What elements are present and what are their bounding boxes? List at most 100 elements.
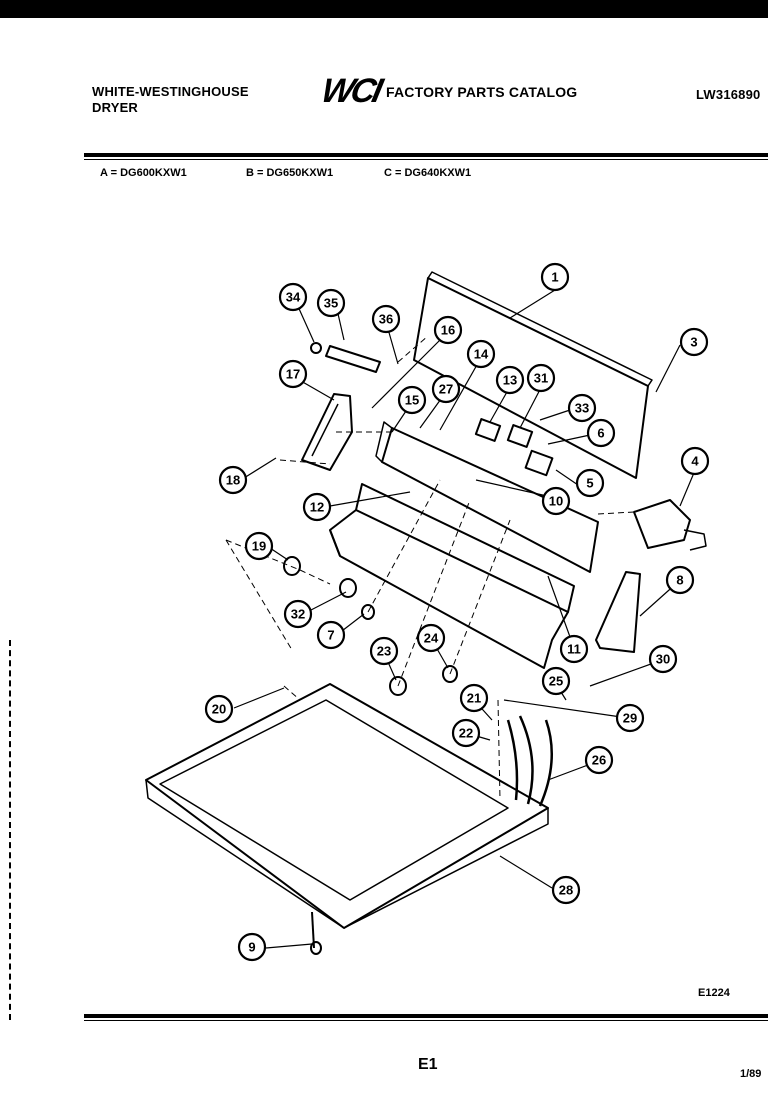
switch-13 xyxy=(474,418,502,442)
callout-17: 17 xyxy=(278,359,308,389)
callout-7: 7 xyxy=(316,620,346,650)
callout-25: 25 xyxy=(541,666,571,696)
callout-4: 4 xyxy=(680,446,710,476)
knob-32 xyxy=(339,578,357,598)
console-top xyxy=(355,483,575,613)
callout-circle xyxy=(316,620,346,650)
catalog-number: LW316890 xyxy=(696,87,761,102)
right-end-cap xyxy=(595,571,641,653)
callout-number: 1 xyxy=(551,270,558,285)
callout-number: 6 xyxy=(597,426,604,441)
callout-number: 4 xyxy=(691,454,699,469)
callout-circle xyxy=(551,875,581,905)
part-24 xyxy=(442,665,458,683)
callout-circle xyxy=(431,374,461,404)
footer-rule xyxy=(84,1014,768,1018)
callout-36: 36 xyxy=(371,304,401,334)
part-34 xyxy=(310,342,322,354)
callout-1: 1 xyxy=(540,262,570,292)
callout-number: 10 xyxy=(549,494,563,509)
callout-circle xyxy=(495,365,525,395)
callout-20: 20 xyxy=(204,694,234,724)
callout-number: 23 xyxy=(377,644,391,659)
callout-circle xyxy=(584,745,614,775)
timer xyxy=(633,499,691,549)
switch-31 xyxy=(506,424,534,448)
callout-33: 33 xyxy=(567,393,597,423)
callout-circle xyxy=(680,446,710,476)
callout-31: 31 xyxy=(526,363,556,393)
callout-number: 13 xyxy=(503,373,517,388)
console-front xyxy=(329,509,569,669)
callout-10: 10 xyxy=(541,486,571,516)
top-border-bar xyxy=(0,0,768,18)
brand-name: WHITE-WESTINGHOUSE xyxy=(92,84,249,99)
callout-number: 31 xyxy=(534,371,548,386)
callout-number: 17 xyxy=(286,367,300,382)
callout-24: 24 xyxy=(416,623,446,653)
callout-number: 16 xyxy=(441,323,455,338)
callout-circle xyxy=(559,634,589,664)
diagram-code: E1224 xyxy=(698,987,730,999)
callout-number: 32 xyxy=(291,607,305,622)
callout-number: 3 xyxy=(690,335,697,350)
callout-28: 28 xyxy=(551,875,581,905)
revision-date: 1/89 xyxy=(740,1068,762,1080)
callout-circle xyxy=(278,359,308,389)
knob-19 xyxy=(283,556,301,576)
callout-number: 22 xyxy=(459,726,473,741)
callout-number: 27 xyxy=(439,382,453,397)
callout-circle xyxy=(244,531,274,561)
callout-circle xyxy=(575,468,605,498)
callout-32: 32 xyxy=(283,599,313,629)
callout-circle xyxy=(540,262,570,292)
callout-21: 21 xyxy=(459,683,489,713)
callout-19: 19 xyxy=(244,531,274,561)
callout-number: 20 xyxy=(212,702,226,717)
callout-number: 8 xyxy=(676,573,683,588)
callout-circle xyxy=(369,636,399,666)
callout-number: 9 xyxy=(248,940,255,955)
callout-circle xyxy=(451,718,481,748)
callout-number: 25 xyxy=(549,674,563,689)
footer-rule-thin xyxy=(84,1020,768,1021)
callout-number: 26 xyxy=(592,753,606,768)
callout-number: 24 xyxy=(424,631,439,646)
callout-number: 21 xyxy=(467,691,481,706)
callout-circle xyxy=(283,599,313,629)
model-c: C = DG640KXW1 xyxy=(384,167,472,179)
control-rail xyxy=(381,427,599,573)
callout-circle xyxy=(541,486,571,516)
callout-number: 15 xyxy=(405,393,419,408)
callout-5: 5 xyxy=(575,468,605,498)
callout-number: 33 xyxy=(575,401,589,416)
back-panel xyxy=(413,277,649,479)
callout-circle xyxy=(466,339,496,369)
callout-circle xyxy=(526,363,556,393)
callout-number: 11 xyxy=(567,642,581,657)
callout-number: 30 xyxy=(656,652,670,667)
top-panel xyxy=(145,683,549,929)
callout-circle xyxy=(278,282,308,312)
header-rule-thin xyxy=(84,159,768,160)
catalog-title: FACTORY PARTS CATALOG xyxy=(386,84,578,100)
callout-15: 15 xyxy=(397,385,427,415)
part-35 xyxy=(325,345,381,373)
callout-14: 14 xyxy=(466,339,496,369)
part-7 xyxy=(361,604,375,620)
callout-11: 11 xyxy=(559,634,589,664)
callout-number: 36 xyxy=(379,312,393,327)
callout-16: 16 xyxy=(433,315,463,345)
callout-circle xyxy=(433,315,463,345)
left-binding-edge xyxy=(0,640,11,1020)
callout-number: 14 xyxy=(474,347,489,362)
header-rule xyxy=(84,153,768,157)
callout-number: 12 xyxy=(310,500,324,515)
callout-18: 18 xyxy=(218,465,248,495)
callout-circle xyxy=(397,385,427,415)
callout-circle xyxy=(316,288,346,318)
callout-circle xyxy=(665,565,695,595)
callout-circle xyxy=(218,465,248,495)
model-b: B = DG650KXW1 xyxy=(246,167,334,179)
callout-circle xyxy=(371,304,401,334)
